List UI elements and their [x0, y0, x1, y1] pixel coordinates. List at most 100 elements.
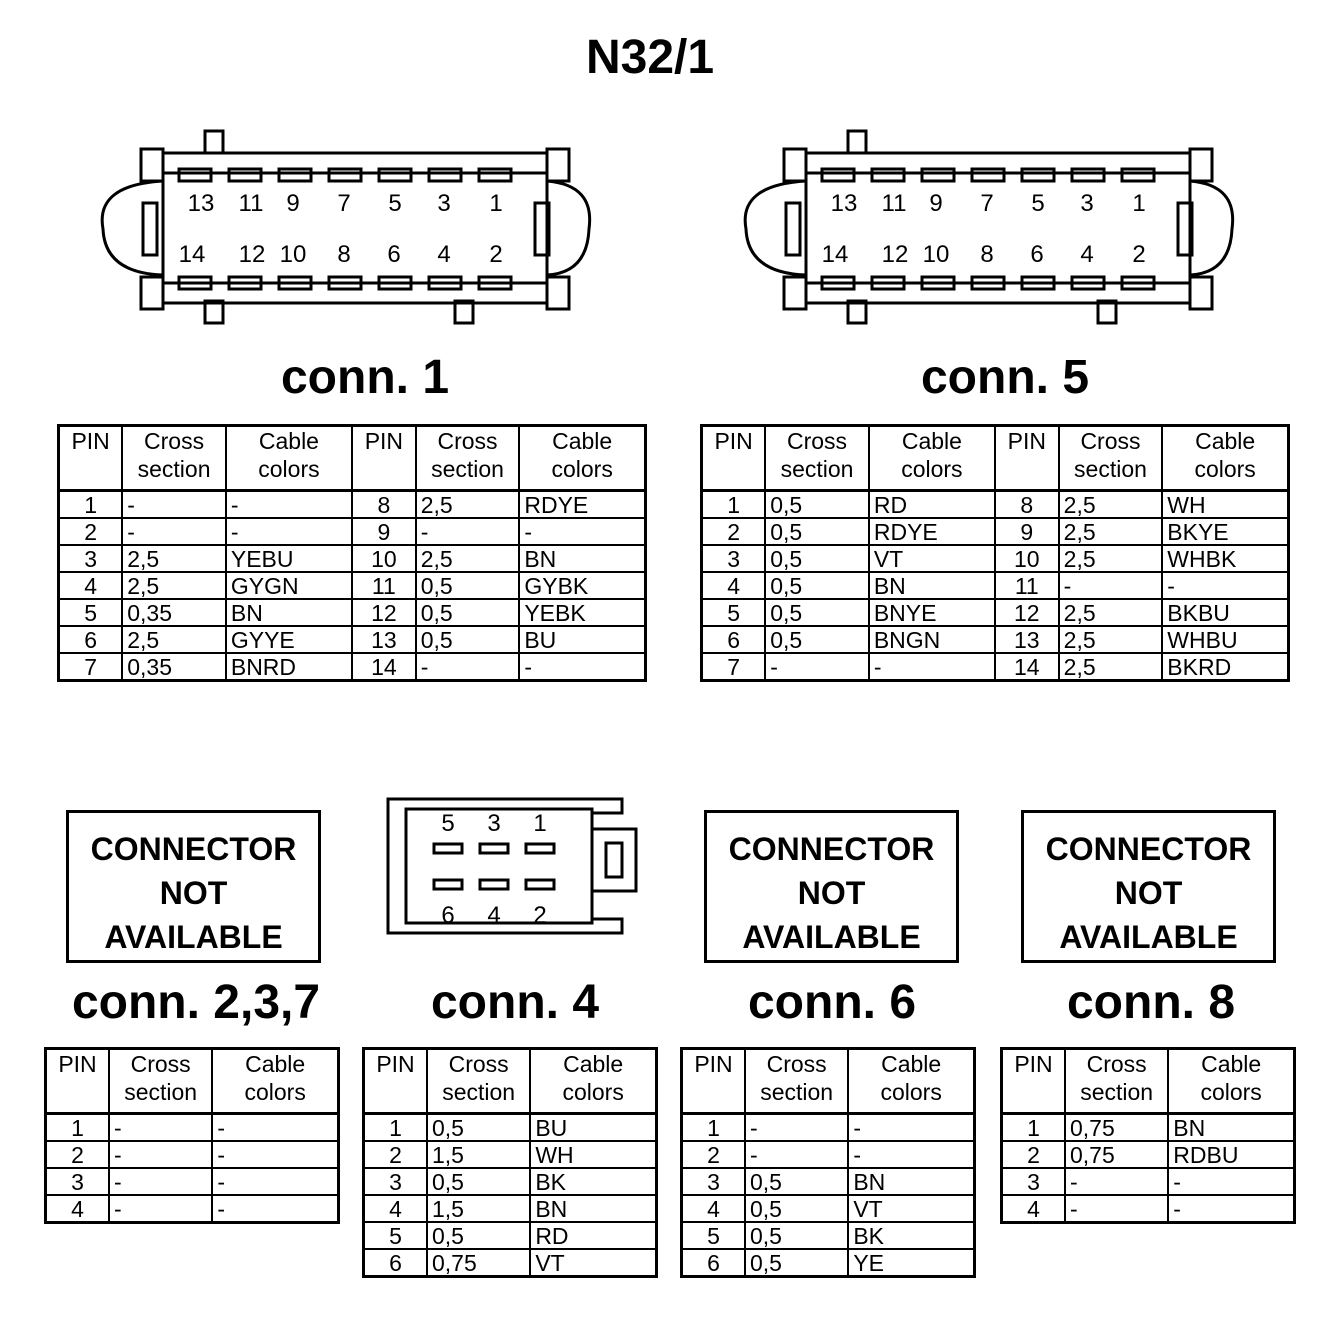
pin-number-cell: 11	[993, 571, 1060, 600]
cable-color-cell: -	[847, 1140, 976, 1169]
pin-number-cell: 1	[44, 1112, 110, 1142]
cable-color-cell: VT	[529, 1248, 658, 1278]
pin-number-cell: 6	[362, 1248, 428, 1278]
header-pin: PIN	[680, 1047, 746, 1115]
cable-color-cell: BU	[518, 625, 647, 654]
cross-section-cell: -	[743, 1112, 850, 1142]
pin-number: 8	[980, 241, 993, 268]
cable-color-cell: -	[867, 652, 996, 682]
conn4-pin-slots	[432, 842, 556, 891]
pin-number-cell: 14	[351, 652, 417, 682]
cross-section-cell: -	[764, 652, 870, 682]
cable-color-cell: GYBK	[518, 571, 647, 600]
cross-section-cell: 1,5	[425, 1140, 532, 1169]
cable-color-cell: RD	[529, 1221, 658, 1250]
cable-color-cell: -	[211, 1167, 340, 1196]
cross-section-cell: 0,5	[425, 1221, 532, 1250]
table-row: 1--	[680, 1112, 976, 1142]
cable-color-cell: WHBK	[1161, 544, 1290, 573]
pin-number-cell: 1	[680, 1112, 746, 1142]
pin-number-cell: 11	[351, 571, 417, 600]
cross-section-cell: 2,5	[1057, 517, 1164, 546]
cross-section-cell: -	[1057, 571, 1164, 600]
cross-section-cell: 2,5	[121, 625, 227, 654]
cross-section-cell: -	[121, 517, 227, 546]
cable-color-cell: BKYE	[1161, 517, 1290, 546]
cable-color-cell: WHBU	[1161, 625, 1290, 654]
header-pin: PIN	[57, 424, 124, 492]
table-row: 4--	[1000, 1194, 1296, 1224]
cross-section-cell: 0,5	[743, 1221, 850, 1250]
pin-number-cell: 3	[700, 544, 767, 573]
cable-color-cell: RDBU	[1167, 1140, 1296, 1169]
pin-number-cell: 3	[1000, 1167, 1066, 1196]
pin-number: 2	[1132, 241, 1145, 268]
cross-section-cell: 0,5	[764, 517, 870, 546]
cable-color-cell: -	[1167, 1167, 1296, 1196]
pin-number: 3	[437, 190, 450, 217]
cable-color-cell: -	[224, 489, 354, 519]
cross-section-cell: 2,5	[1057, 652, 1164, 682]
cable-color-cell: YEBU	[224, 544, 354, 573]
cross-section-cell: 2,5	[414, 544, 521, 573]
pin-number-cell: 3	[44, 1167, 110, 1196]
cross-section-cell: -	[107, 1112, 214, 1142]
pin-number-cell: 6	[700, 625, 767, 654]
pin-number: 12	[882, 241, 909, 268]
cable-color-cell: BN	[847, 1167, 976, 1196]
pin-number-cell: 5	[362, 1221, 428, 1250]
pin-number-cell: 4	[1000, 1194, 1066, 1224]
pin-number-cell: 2	[57, 517, 124, 546]
cross-section-cell: -	[1063, 1194, 1170, 1224]
cross-section-cell: 0,75	[425, 1248, 532, 1278]
pin-number: 7	[337, 190, 350, 217]
pin-number-cell: 4	[680, 1194, 746, 1223]
pin-number-cell: 1	[700, 489, 767, 519]
pin-number: 6	[1030, 241, 1043, 268]
table-row: 2--9--	[57, 517, 647, 546]
cable-color-cell: -	[1167, 1194, 1296, 1224]
pin-number: 9	[286, 190, 299, 217]
cable-color-cell: BK	[847, 1221, 976, 1250]
cable-color-cell: -	[224, 517, 354, 546]
pin-number-cell: 2	[362, 1140, 428, 1169]
cross-section-cell: 2,5	[1057, 598, 1164, 627]
pin-number: 8	[337, 241, 350, 268]
pin-number: 5	[1031, 190, 1044, 217]
pin-number: 14	[822, 241, 849, 268]
table-row: 2--	[44, 1140, 340, 1169]
header-pin: PIN	[44, 1047, 110, 1115]
cross-section-cell: -	[107, 1167, 214, 1196]
cross-section-cell: 2,5	[1057, 625, 1164, 654]
cable-color-cell: BKBU	[1161, 598, 1290, 627]
pin-number: 13	[188, 190, 215, 217]
pin-number-cell: 9	[351, 517, 417, 546]
pin-number: 2	[533, 902, 546, 929]
cross-section-cell: -	[107, 1194, 214, 1224]
pin-number-cell: 8	[993, 489, 1060, 519]
conn1-pin-slots	[177, 167, 513, 291]
pin-number-cell: 4	[57, 571, 124, 600]
cross-section-cell: 0,5	[743, 1167, 850, 1196]
cable-color-cell: YE	[847, 1248, 976, 1278]
cross-section-cell: 0,5	[425, 1167, 532, 1196]
pin-number: 13	[831, 190, 858, 217]
cable-color-cell: RDYE	[867, 517, 996, 546]
